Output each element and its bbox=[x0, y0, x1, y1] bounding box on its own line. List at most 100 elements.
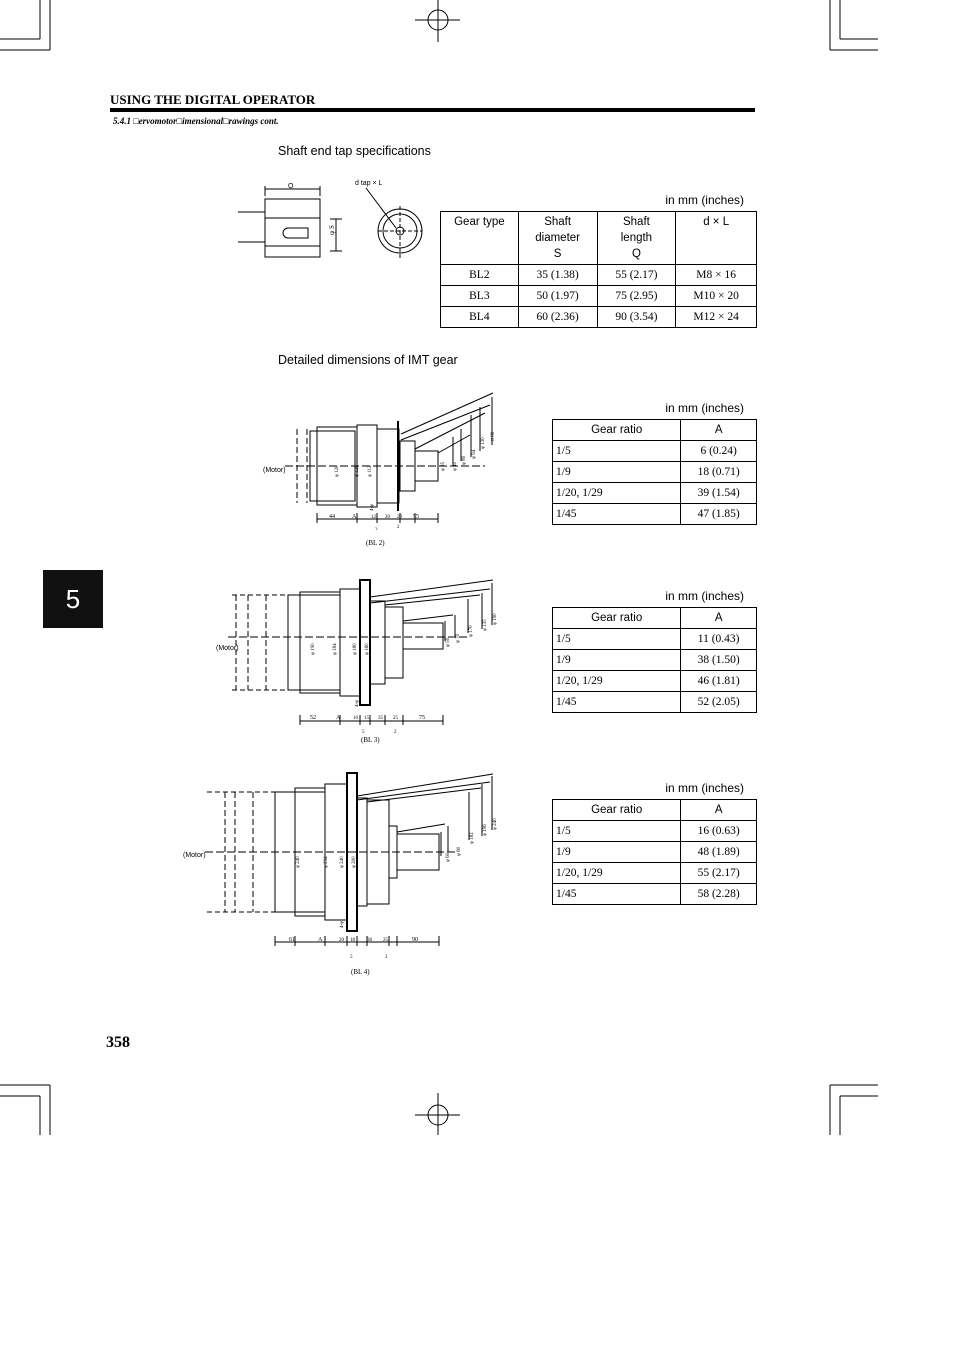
bl3-diam-label: φ 180 bbox=[353, 643, 358, 655]
bl3-col-gear-ratio: Gear ratio bbox=[551, 607, 682, 629]
shaft-phi-s-label: φ S bbox=[327, 225, 336, 235]
bl2-col-a: A bbox=[680, 419, 757, 441]
page-number: 358 bbox=[106, 1034, 130, 1051]
bl4-diam-label: φ 200 bbox=[352, 856, 357, 868]
table-cell: 18 (0.71) bbox=[680, 461, 757, 483]
table-cell: 75 (2.95) bbox=[596, 285, 677, 307]
table-cell: 55 (2.17) bbox=[596, 264, 677, 286]
bl2-diam-label: φ 35 bbox=[441, 461, 446, 471]
bl3-dim-15: 15 bbox=[364, 716, 370, 721]
bl3-caption: (BL 3) bbox=[361, 736, 380, 744]
bl3-dim-a: A bbox=[336, 715, 341, 721]
shaft-tap-unit: in mm (inches) bbox=[665, 193, 744, 207]
bl2-dim-3: 3 bbox=[375, 528, 378, 530]
bl3-dim-75: 75 bbox=[419, 715, 425, 721]
bl3-diam-label: φ 70 bbox=[456, 633, 461, 643]
table-cell: 1/45 bbox=[551, 691, 682, 713]
table-cell: 1/20, 1/29 bbox=[551, 482, 682, 504]
bl2-diam-label: φ 126 bbox=[355, 465, 360, 477]
bl4-diam-label: φ 182 bbox=[470, 832, 475, 844]
bl3-dim-16: 16 bbox=[353, 716, 359, 721]
table-cell: 11 (0.43) bbox=[680, 628, 757, 650]
bl2-dim-2: 2 bbox=[397, 525, 400, 530]
shaft-col-dxl: d × L bbox=[675, 211, 757, 265]
shaft-col-gear-type: Gear type bbox=[440, 211, 519, 265]
table-cell: 1/5 bbox=[551, 440, 682, 462]
table-cell: 35 (1.38) bbox=[517, 264, 598, 286]
table-cell: 50 (1.97) bbox=[517, 285, 598, 307]
bl2-unit: in mm (inches) bbox=[665, 401, 744, 415]
bl4-dim-90: 90 bbox=[412, 937, 418, 943]
table-cell: 90 (3.54) bbox=[596, 306, 677, 328]
bl4-diam-label: φ 240 bbox=[493, 818, 498, 830]
shaft-end-drawing bbox=[238, 186, 423, 258]
table-cell: 38 (1.50) bbox=[680, 649, 757, 671]
table-cell: BL4 bbox=[440, 306, 519, 328]
bl4-diam-label: φ 234 bbox=[324, 856, 329, 868]
bl2-dim-55: 55 bbox=[413, 514, 419, 520]
bl4-drawing: 61 A 20 18 38 25 90 5 2 φ 240 φ 234 φ 24… bbox=[205, 772, 498, 960]
bl2-dim-20a: 20 bbox=[385, 515, 391, 520]
bl2-dim-44: 44 bbox=[329, 514, 335, 520]
bl4-dim-2: 2 bbox=[385, 955, 388, 960]
bl3-diam-label: φ 170 bbox=[469, 625, 474, 637]
bl3-hole-label: 4-φ bbox=[355, 700, 360, 707]
bl2-motor-label: (Motor) bbox=[263, 467, 286, 474]
table-cell: 52 (2.05) bbox=[680, 691, 757, 713]
table-cell: 6 (0.24) bbox=[680, 440, 757, 462]
table-cell: 16 (0.63) bbox=[680, 820, 757, 842]
bl4-dim-5: 5 bbox=[350, 955, 353, 960]
bl3-diam-label: φ 190 bbox=[311, 643, 316, 655]
bl4-diam-label: φ 60 bbox=[446, 852, 451, 862]
bl4-motor-label: (Motor) bbox=[183, 852, 206, 859]
table-cell: 1/20, 1/29 bbox=[551, 670, 682, 692]
table-cell: 47 (1.85) bbox=[680, 503, 757, 525]
bl2-diam-label: φ 112 bbox=[368, 465, 373, 477]
table-cell: 1/9 bbox=[551, 841, 682, 863]
bl2-diam-label: □ 80 bbox=[491, 431, 496, 441]
table-cell: 1/9 bbox=[551, 461, 682, 483]
bl2-diam-label: φ 120 bbox=[335, 465, 340, 477]
bl4-unit: in mm (inches) bbox=[665, 781, 744, 795]
bl2-dim-20b: 20 bbox=[397, 515, 403, 520]
header-subtitle: 5.4.1 □ervomotor□imensional□rawings cont… bbox=[113, 116, 279, 126]
shaft-tap-heading: Shaft end tap specifications bbox=[278, 144, 431, 158]
bl2-diam-label: φ 80 bbox=[462, 455, 467, 465]
bl3-col-a: A bbox=[680, 607, 757, 629]
bl2-diam-label: φ 45 bbox=[453, 461, 458, 471]
bl2-col-gear-ratio: Gear ratio bbox=[551, 419, 682, 441]
imt-heading: Detailed dimensions of IMT gear bbox=[278, 353, 458, 367]
bl3-diam-label: φ 190 bbox=[493, 613, 498, 625]
table-cell: 1/5 bbox=[551, 628, 682, 650]
bl4-diam-label: φ 196 bbox=[483, 824, 488, 836]
bl4-caption: (BL 4) bbox=[351, 968, 370, 976]
table-cell: M8 × 16 bbox=[675, 264, 757, 286]
table-cell: 1/45 bbox=[551, 503, 682, 525]
bl3-dim-25: 25 bbox=[393, 716, 399, 721]
shaft-dtap-label: d tap × L bbox=[355, 180, 383, 187]
table-row: BL3 50 (1.97) 75 (2.95) M10 × 20 bbox=[440, 285, 757, 307]
bl3-drawing: 52 A 16 15 35 25 75 5 2 φ 190 φ 184 φ 18… bbox=[228, 579, 498, 735]
table-cell: M12 × 24 bbox=[675, 306, 757, 328]
bl4-dim-a: A bbox=[318, 937, 323, 943]
bl4-dim-20: 20 bbox=[339, 938, 345, 943]
bl4-diam-label: φ 80 bbox=[457, 846, 462, 856]
bl4-col-a: A bbox=[680, 799, 757, 821]
table-cell: 48 (1.89) bbox=[680, 841, 757, 863]
bl4-diam-label: φ 240 bbox=[296, 856, 301, 868]
bl3-unit: in mm (inches) bbox=[665, 589, 744, 603]
bl2-caption: (BL 2) bbox=[366, 539, 385, 547]
bl3-dim-35: 35 bbox=[378, 716, 384, 721]
